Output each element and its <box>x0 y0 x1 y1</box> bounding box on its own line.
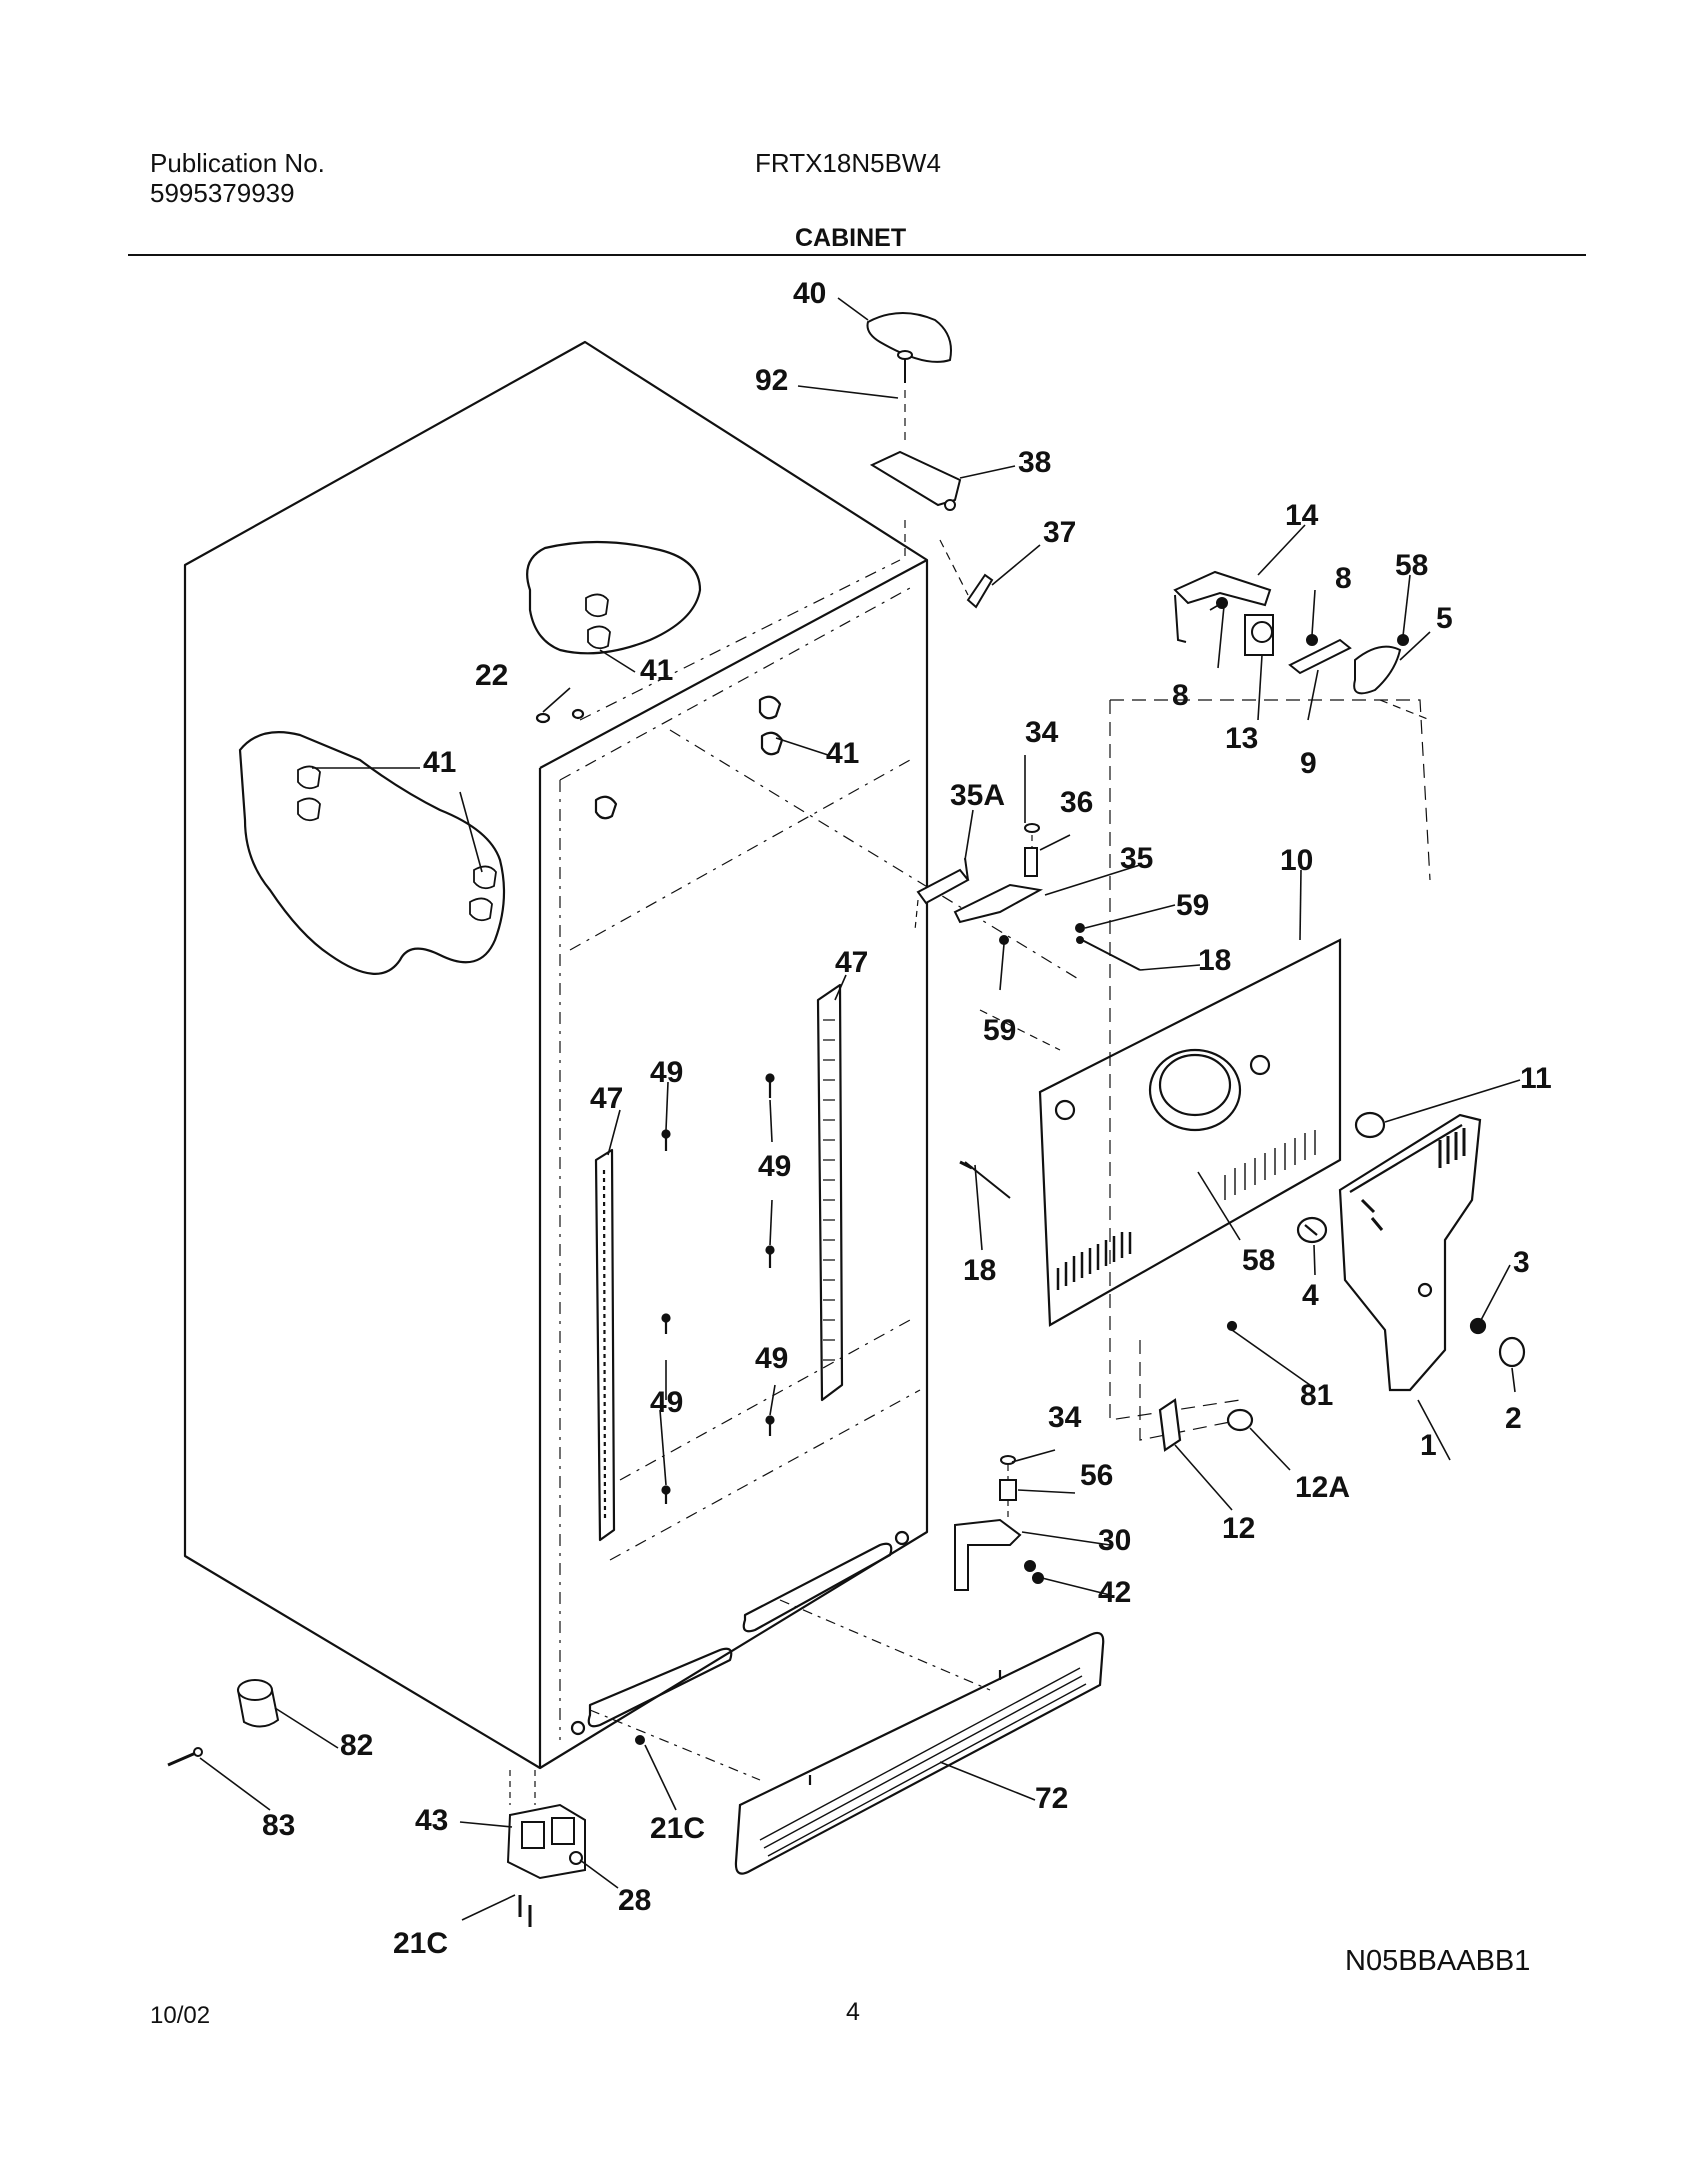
callout-14: 14 <box>1285 499 1319 532</box>
callout-41-top: 41 <box>640 654 673 687</box>
cabinet-body <box>183 340 1081 1770</box>
callout-21c-left: 21C <box>393 1927 448 1960</box>
callout-49-a: 49 <box>650 1056 683 1089</box>
fan-motor-assembly <box>1173 570 1431 721</box>
callout-1: 1 <box>1420 1429 1437 1462</box>
callout-72: 72 <box>1035 1782 1068 1815</box>
publication-label: Publication No. <box>150 148 325 178</box>
callout-18-top: 18 <box>1198 944 1231 977</box>
evaporator-cover <box>979 699 1431 1441</box>
callout-10: 10 <box>1280 844 1313 877</box>
callout-34-bottom: 34 <box>1048 1401 1082 1434</box>
callout-22: 22 <box>475 659 508 692</box>
section-title: CABINET <box>795 224 907 252</box>
insulation-pad-top <box>526 540 702 655</box>
callout-3: 3 <box>1513 1246 1530 1279</box>
callout-12a: 12A <box>1295 1471 1350 1504</box>
defrost-control-bracket <box>506 1735 645 1927</box>
footer-date: 10/02 <box>150 2002 211 2029</box>
callout-13: 13 <box>1225 722 1258 755</box>
leader-lines <box>199 297 1521 1921</box>
callout-12: 12 <box>1222 1512 1255 1545</box>
callout-36: 36 <box>1060 786 1093 819</box>
callout-82: 82 <box>340 1729 373 1762</box>
callout-43: 43 <box>415 1804 448 1837</box>
callout-49-c: 49 <box>755 1342 788 1375</box>
page-number: 4 <box>846 1998 860 2026</box>
center-hinge-assembly <box>914 823 1141 1199</box>
callout-40: 40 <box>793 277 826 310</box>
callout-83: 83 <box>262 1809 295 1842</box>
callout-34-top: 34 <box>1025 716 1059 749</box>
air-diffuser <box>1158 1111 1526 1452</box>
callout-9: 9 <box>1300 747 1317 780</box>
callout-8-left: 8 <box>1172 679 1189 712</box>
publication-number: 5995379939 <box>150 178 295 208</box>
callout-58-top: 58 <box>1395 549 1428 582</box>
insulation-pad-left <box>238 731 506 975</box>
callout-42: 42 <box>1098 1576 1131 1609</box>
callout-4: 4 <box>1302 1279 1319 1312</box>
callout-38: 38 <box>1018 446 1051 479</box>
callout-28: 28 <box>618 1884 651 1917</box>
base-grille <box>589 1599 1105 1875</box>
callout-18-bottom: 18 <box>963 1254 996 1287</box>
callout-49-d: 49 <box>650 1386 683 1419</box>
header-rule <box>128 254 1586 256</box>
callout-2: 2 <box>1505 1402 1522 1435</box>
callout-49-b: 49 <box>758 1150 791 1183</box>
callout-21c-right: 21C <box>650 1812 705 1845</box>
callout-41-left: 41 <box>423 746 456 779</box>
callout-35: 35 <box>1120 842 1153 875</box>
callout-30: 30 <box>1098 1524 1131 1557</box>
callout-58-mid: 58 <box>1242 1244 1275 1277</box>
callout-81: 81 <box>1300 1379 1333 1412</box>
callout-92: 92 <box>755 364 788 397</box>
callout-47-right: 47 <box>835 946 868 979</box>
callout-8-right: 8 <box>1335 562 1352 595</box>
diagram-code: N05BBAABB1 <box>1345 1945 1531 1977</box>
callout-37: 37 <box>1043 516 1076 549</box>
callout-56: 56 <box>1080 1459 1113 1492</box>
callout-11: 11 <box>1520 1062 1552 1095</box>
callout-5: 5 <box>1436 602 1453 635</box>
part-callouts: 40 92 38 37 14 8 58 5 8 13 9 34 35A 36 3… <box>262 277 1552 1960</box>
callout-59-right: 59 <box>1176 889 1209 922</box>
callout-41-mid: 41 <box>826 737 859 770</box>
model-number: FRTX18N5BW4 <box>755 148 941 178</box>
callout-59-left: 59 <box>983 1014 1016 1047</box>
bottom-hinge-assembly <box>954 1455 1044 1591</box>
top-hinge-assembly <box>866 311 994 609</box>
roller-assembly <box>167 1679 280 1767</box>
callout-47-left: 47 <box>590 1082 623 1115</box>
callout-35a: 35A <box>950 779 1005 812</box>
